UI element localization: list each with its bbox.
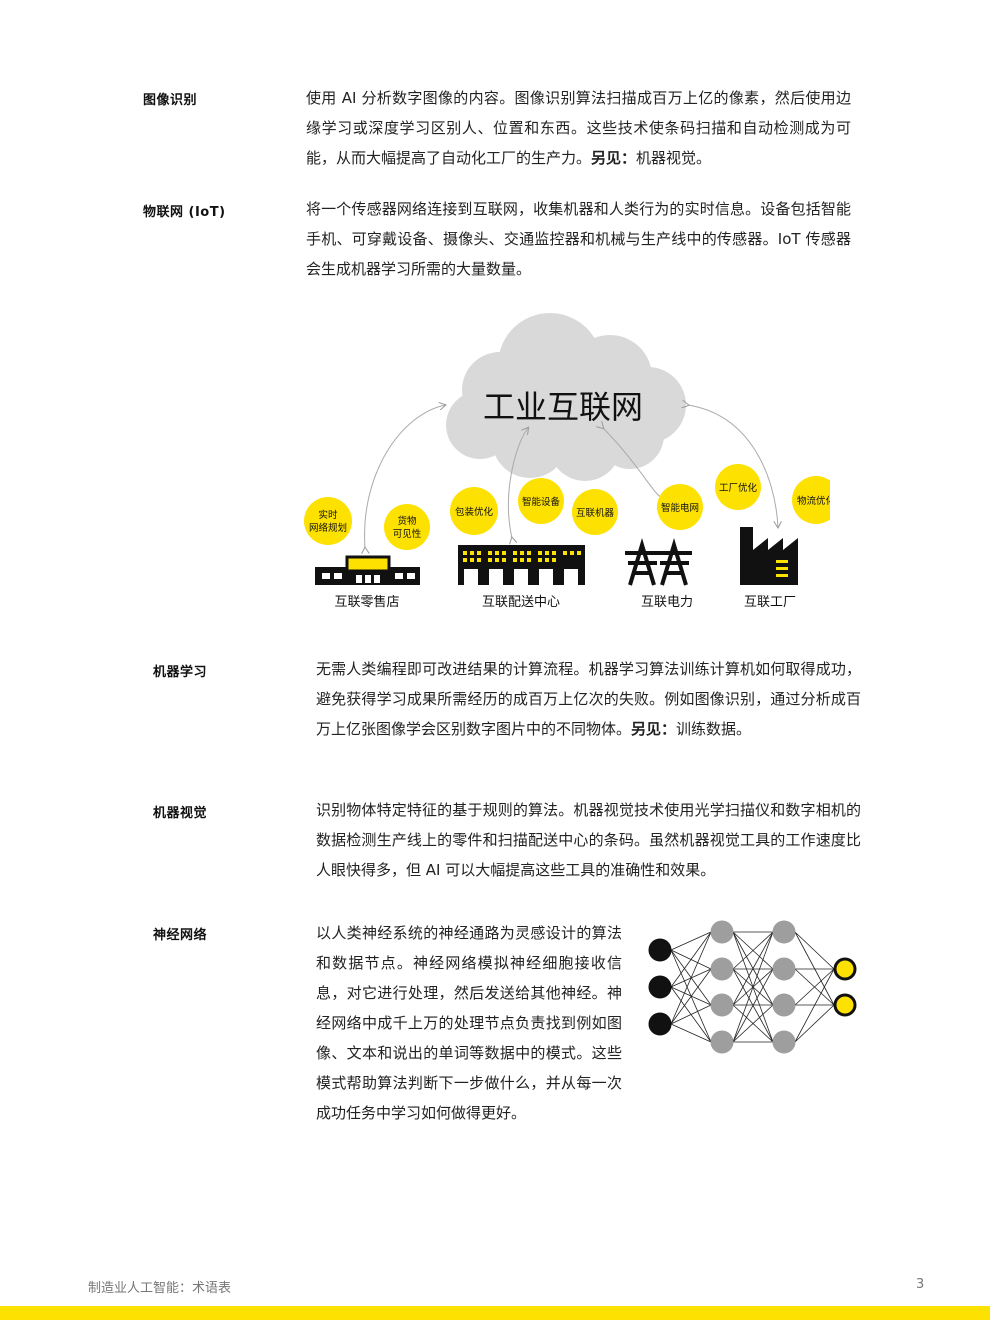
definition-machine-learning: 无需人类编程即可改进结果的计算流程。机器学习算法训练计算机如何取得成功，避免获得… — [316, 654, 861, 744]
nn-node — [772, 993, 796, 1017]
see-also-text: 机器视觉。 — [636, 149, 712, 167]
nn-connection — [670, 931, 712, 988]
nn-connection — [794, 1004, 835, 1043]
nn-node — [710, 1030, 734, 1054]
nn-node — [710, 957, 734, 981]
cloud-title: 工业互联网 — [483, 388, 643, 426]
term-machine-learning: 机器学习 — [153, 665, 208, 680]
nn-node — [710, 920, 734, 944]
nn-node — [772, 957, 796, 981]
definition-text: 以人类神经系统的神经通路为灵感设计的算法和数据节点。神经网络模拟神经细胞接收信息… — [316, 924, 622, 1122]
see-also-label: 另见： — [631, 720, 677, 738]
nn-connection — [670, 968, 712, 1025]
nn-connection — [670, 1004, 712, 1025]
definition-neural-network: 以人类神经系统的神经通路为灵感设计的算法和数据节点。神经网络模拟神经细胞接收信息… — [316, 918, 622, 1128]
bubble-text: 智能设备 — [522, 496, 561, 508]
definition-text: 将一个传感器网络连接到互联网，收集机器和人类行为的实时信息。设备包括智能手机、可… — [306, 200, 851, 278]
nn-node — [648, 1012, 672, 1036]
neural-network-diagram — [648, 920, 857, 1054]
term-iot: 物联网 (IoT) — [143, 205, 226, 220]
definition-iot: 将一个传感器网络连接到互联网，收集机器和人类行为的实时信息。设备包括智能手机、可… — [306, 194, 851, 284]
retail-store-icon — [315, 555, 420, 585]
industrial-iot-diagram: 工业互联网 实时 网络规划 货物 可见性 包装优化 智能设备 互联机器 — [304, 313, 830, 610]
bubble-text: 工厂优化 — [719, 482, 758, 494]
bubble-packaging: 包装优化 — [450, 487, 498, 535]
bubble-text: 智能电网 — [661, 502, 699, 514]
bubble-iot-machine: 互联机器 — [572, 489, 618, 535]
bubble-factory-opt: 工厂优化 — [715, 464, 761, 510]
nn-node — [648, 938, 672, 962]
label-power: 互联电力 — [641, 595, 693, 610]
nn-connection — [794, 968, 835, 1043]
nn-connection — [794, 968, 835, 1006]
bubble-text: 实时 — [318, 509, 338, 521]
bubble-text: 网络规划 — [309, 522, 347, 534]
term-neural-network: 神经网络 — [153, 928, 208, 943]
nn-connection — [732, 1004, 774, 1043]
definition-text: 使用 AI 分析数字图像的内容。图像识别算法扫描成百万上亿的像素，然后使用边缘学… — [306, 89, 851, 167]
definition-image-recognition: 使用 AI 分析数字图像的内容。图像识别算法扫描成百万上亿的像素，然后使用边缘学… — [306, 83, 851, 173]
label-factory: 互联工厂 — [744, 595, 796, 610]
bubble-realtime-network: 实时 网络规划 — [304, 497, 352, 545]
nn-node — [772, 920, 796, 944]
definition-text: 识别物体特定特征的基于规则的算法。机器视觉技术使用光学扫描仪和数字相机的数据检测… — [316, 801, 861, 879]
bubble-cargo-visibility: 货物 可见性 — [384, 504, 430, 550]
bubble-text: 互联机器 — [576, 507, 615, 519]
bubble-smart-grid: 智能电网 — [657, 484, 703, 530]
bubble-text: 货物 — [397, 515, 417, 527]
see-also-text: 训练数据。 — [676, 720, 752, 738]
bubble-smart-device: 智能设备 — [518, 478, 564, 524]
page-number: 3 — [916, 1277, 925, 1292]
nn-connection — [670, 931, 712, 951]
connection-arrows — [365, 405, 778, 548]
factory-icon — [740, 527, 798, 585]
nn-connection — [732, 931, 774, 1043]
footer-title: 制造业人工智能：术语表 — [88, 1281, 232, 1296]
label-retail: 互联零售店 — [334, 594, 399, 610]
footer-accent-bar — [0, 1306, 990, 1320]
nn-node — [648, 975, 672, 999]
nn-connection — [670, 931, 712, 1025]
cloud-icon — [446, 313, 686, 481]
term-image-recognition: 图像识别 — [143, 93, 198, 108]
definition-text: 无需人类编程即可改进结果的计算流程。机器学习算法训练计算机如何取得成功，避免获得… — [316, 660, 861, 738]
see-also-label: 另见： — [591, 149, 637, 167]
nn-node — [833, 957, 857, 981]
nn-node — [710, 993, 734, 1017]
power-tower-icon — [625, 538, 692, 586]
nn-node — [772, 1030, 796, 1054]
distribution-center-icon — [458, 545, 585, 585]
nn-connection — [794, 931, 835, 970]
nn-connection — [732, 931, 774, 1006]
bubble-text: 物流优化 — [797, 495, 830, 507]
bubble-text: 包装优化 — [455, 506, 494, 518]
nn-connection — [732, 968, 774, 1043]
bubble-logistics-opt: 物流优化 — [792, 476, 830, 524]
bubble-text: 可见性 — [393, 528, 422, 540]
nn-connection — [794, 931, 835, 1006]
nn-node — [833, 993, 857, 1017]
term-machine-vision: 机器视觉 — [153, 806, 208, 821]
nn-connection — [732, 931, 774, 970]
definition-machine-vision: 识别物体特定特征的基于规则的算法。机器视觉技术使用光学扫描仪和数字相机的数据检测… — [316, 795, 861, 885]
nn-connection — [670, 1023, 712, 1043]
label-distribution: 互联配送中心 — [482, 595, 560, 610]
